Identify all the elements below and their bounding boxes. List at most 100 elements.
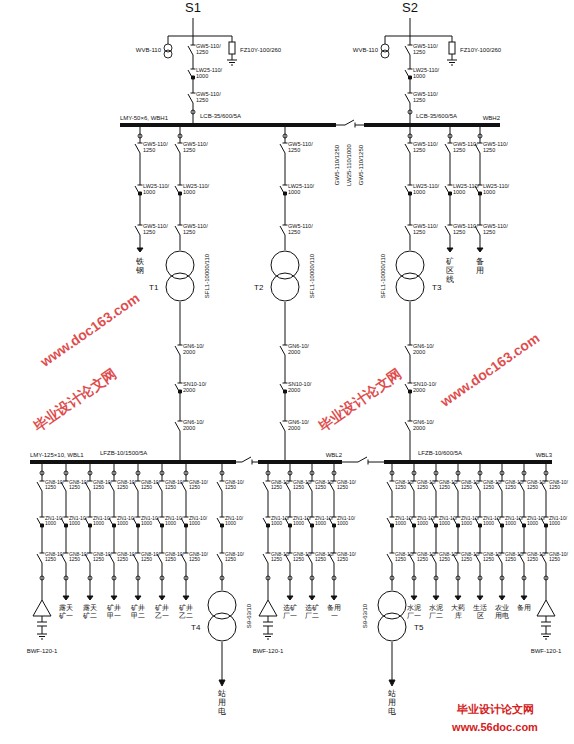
cable-head [447, 248, 453, 252]
transformer-model: S9-63/10 [362, 604, 368, 628]
wire [408, 383, 413, 384]
equipment-model: WVB-110 [136, 47, 161, 53]
symbol [478, 471, 482, 475]
switch-rating: GN8-10/1250 [395, 480, 415, 491]
wire [283, 225, 288, 226]
wire [232, 54, 233, 60]
cable-head [499, 596, 505, 600]
symbol [266, 576, 270, 580]
wire [217, 482, 222, 491]
transformer-name: T1 [149, 284, 158, 292]
watermark: www.56doc.com [452, 722, 538, 734]
symbol [112, 576, 116, 580]
wire [222, 642, 223, 680]
wire [345, 120, 354, 125]
switch-gap [448, 185, 452, 195]
wire [267, 639, 269, 640]
switch-rating: GN8-10/1250 [315, 480, 335, 491]
wire [268, 626, 269, 634]
wire [280, 144, 285, 153]
switch-rating: GN8-10/1250 [293, 552, 313, 563]
wire [390, 481, 395, 482]
wire [410, 36, 452, 37]
switch-rating: GN8-10/1250 [483, 552, 503, 563]
symbol [136, 471, 140, 475]
symbol [500, 576, 504, 580]
wire [405, 346, 410, 355]
wire [138, 225, 143, 226]
arrow-head [219, 680, 225, 686]
wire [88, 481, 93, 482]
breaker-symbol [137, 524, 140, 527]
busbar: WBH2 [364, 123, 500, 127]
wire [135, 144, 140, 153]
switch-rating: GN8-10/1250 [337, 480, 357, 491]
symbol [288, 576, 292, 580]
switch-rating: GN8-10/1250 [45, 552, 65, 563]
breaker-symbol [409, 76, 412, 79]
symbol [288, 471, 292, 475]
wire [447, 60, 457, 61]
current-transformer-model: LFZB-10/600/5A [418, 450, 462, 456]
wire [252, 460, 253, 465]
switch-gap [242, 459, 252, 465]
cable-head [183, 596, 189, 600]
wire [178, 421, 183, 422]
switch-rating: ZN1-10/1000 [93, 516, 113, 527]
switch-rating: GN8-10/1250 [549, 552, 569, 563]
switch-gap [112, 517, 116, 527]
current-transformer-model: LFZB-10/1500/5A [100, 450, 147, 456]
symbol [184, 471, 188, 475]
switch-rating: LW25-110/1000 [183, 184, 210, 196]
wire [184, 517, 189, 518]
cable-head [87, 596, 93, 600]
switch-rating: GW5-110/1250 [413, 44, 440, 56]
feeder-name: 生活区 [473, 604, 487, 619]
switch-rating: GN8-10/1250 [417, 552, 437, 563]
switch-gap [64, 517, 68, 527]
switch-rating: ZN1-10/1000 [417, 516, 437, 527]
switch-rating: ZN1-10/1000 [483, 516, 503, 527]
wire [220, 553, 225, 554]
switch-rating: GN8-10/1250 [45, 480, 65, 491]
symbol [64, 576, 68, 580]
transformer-model: SFL1-10000/110 [309, 254, 315, 298]
switch-gap [40, 517, 44, 527]
wire [355, 123, 356, 128]
arrester-symbol [229, 42, 235, 54]
wire [368, 460, 369, 465]
switch-rating: GN6-10/2000 [288, 420, 312, 432]
wire [231, 65, 233, 66]
wire [280, 226, 285, 235]
arrow-head [389, 680, 395, 686]
switch-gap [358, 459, 368, 465]
wire [138, 185, 143, 186]
switch-rating: GN8-10/1250 [117, 480, 137, 491]
switch-rating: ZN1-10/1000 [271, 516, 291, 527]
symbol [191, 110, 195, 114]
wire [178, 383, 183, 384]
wire [445, 226, 450, 235]
bus-connection [180, 302, 181, 460]
wire [408, 421, 413, 422]
busbar: LMY-50×6, WBH1 [120, 123, 336, 127]
wire [168, 36, 193, 37]
wire [448, 143, 453, 144]
switch-rating: GW5-110/1250 [413, 224, 440, 236]
symbol [220, 576, 224, 580]
watermark: 毕业设计论文网 [457, 704, 534, 716]
switch-rating: GN6-10/2000 [183, 420, 207, 432]
breaker-symbol [311, 524, 314, 527]
wire [178, 345, 183, 346]
wire [266, 553, 271, 554]
symbol [500, 471, 504, 475]
switch-rating: GW5-110/1250 [453, 224, 480, 236]
station-supply-label: 站用电 [218, 690, 226, 716]
feeder-name: 矿区线 [446, 258, 454, 284]
transformer-name: T5 [414, 624, 423, 632]
cable-head [455, 596, 461, 600]
breaker-symbol [435, 524, 438, 527]
switch-rating: GN8-10/1250 [417, 480, 437, 491]
capacitor-model: BWF-120-1 [253, 648, 284, 654]
breaker-symbol [113, 524, 116, 527]
